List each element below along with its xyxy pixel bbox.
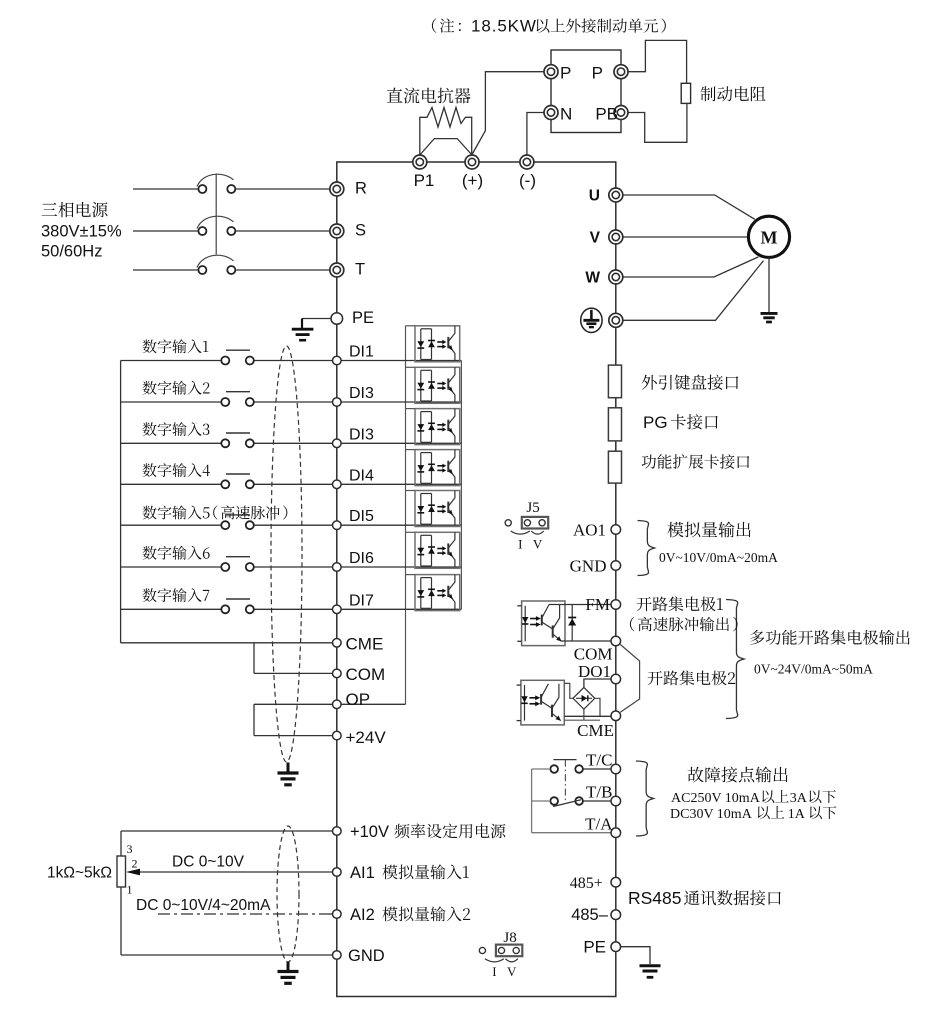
svg-text:M: M (761, 228, 778, 248)
svg-text:1A: 1A (788, 807, 806, 822)
svg-text:V: V (507, 964, 517, 979)
svg-text:R: R (355, 180, 367, 198)
svg-text:V: V (533, 536, 543, 551)
svg-text:DI7: DI7 (349, 592, 374, 609)
svg-text:DI4: DI4 (349, 467, 374, 484)
svg-text:DI3: DI3 (349, 426, 374, 443)
svg-text:P1: P1 (414, 171, 435, 190)
svg-text:DI6: DI6 (349, 550, 374, 567)
svg-text:OP: OP (346, 690, 371, 709)
svg-text:P: P (592, 64, 603, 83)
svg-text:T: T (355, 261, 365, 279)
svg-text:I: I (492, 964, 496, 979)
svg-text:+24V: +24V (346, 728, 387, 747)
svg-text:+10V: +10V (350, 823, 389, 841)
svg-text:3A: 3A (790, 791, 808, 806)
svg-text:DI5: DI5 (349, 508, 374, 525)
svg-text:0V~10V/0mA~20mA: 0V~10V/0mA~20mA (659, 550, 778, 565)
svg-text:1: 1 (127, 883, 133, 897)
svg-text:GND: GND (570, 557, 607, 576)
svg-text:PG: PG (643, 413, 668, 432)
svg-text:485+: 485+ (570, 875, 603, 892)
svg-text:T/C: T/C (586, 751, 612, 770)
svg-text:PE: PE (583, 938, 606, 957)
svg-text:DC30V 10mA: DC30V 10mA (670, 807, 753, 822)
svg-text:CME: CME (346, 634, 384, 653)
svg-text:(-): (-) (519, 171, 536, 190)
svg-text:COM: COM (574, 645, 613, 664)
svg-text:S: S (355, 222, 366, 240)
svg-text:T/B: T/B (586, 783, 612, 802)
svg-text:T/A: T/A (585, 814, 613, 833)
svg-text:AI2: AI2 (350, 906, 375, 924)
svg-text:DC 0~10V: DC 0~10V (172, 854, 245, 871)
svg-text:J5: J5 (526, 500, 539, 516)
svg-text:P: P (560, 64, 571, 83)
svg-text:380V±15%: 380V±15% (41, 223, 122, 241)
svg-text:PB: PB (595, 105, 618, 124)
svg-text:J8: J8 (503, 930, 516, 946)
svg-text:I: I (518, 536, 522, 551)
svg-text:DO1: DO1 (578, 662, 611, 681)
svg-text:W: W (585, 270, 600, 287)
svg-text:0V~24V/0mA~50mA: 0V~24V/0mA~50mA (754, 662, 873, 677)
svg-text:AI1: AI1 (350, 864, 375, 882)
svg-text:AC250V 10mA: AC250V 10mA (671, 791, 761, 806)
svg-text:DI1: DI1 (349, 344, 374, 361)
svg-text:18.5KW: 18.5KW (471, 17, 537, 36)
svg-text:PE: PE (352, 309, 374, 327)
svg-text:RS485: RS485 (628, 888, 682, 908)
svg-text:485–: 485– (571, 906, 609, 924)
svg-text:V: V (590, 230, 601, 247)
svg-text:3: 3 (127, 842, 133, 856)
svg-text:U: U (589, 188, 600, 205)
svg-text:2: 2 (132, 857, 138, 871)
svg-text:COM: COM (346, 665, 386, 684)
svg-text:1kΩ~5kΩ: 1kΩ~5kΩ (47, 865, 112, 882)
svg-text:FM: FM (585, 595, 610, 614)
svg-text:AO1: AO1 (573, 521, 606, 540)
svg-text:(+): (+) (462, 171, 483, 190)
svg-text:GND: GND (348, 947, 385, 965)
svg-text:DI3: DI3 (349, 385, 374, 402)
svg-text:DC 0~10V/4~20mA: DC 0~10V/4~20mA (136, 897, 271, 914)
svg-text:N: N (560, 105, 572, 124)
svg-text:50/60Hz: 50/60Hz (41, 243, 102, 261)
svg-text:CME: CME (577, 721, 614, 740)
